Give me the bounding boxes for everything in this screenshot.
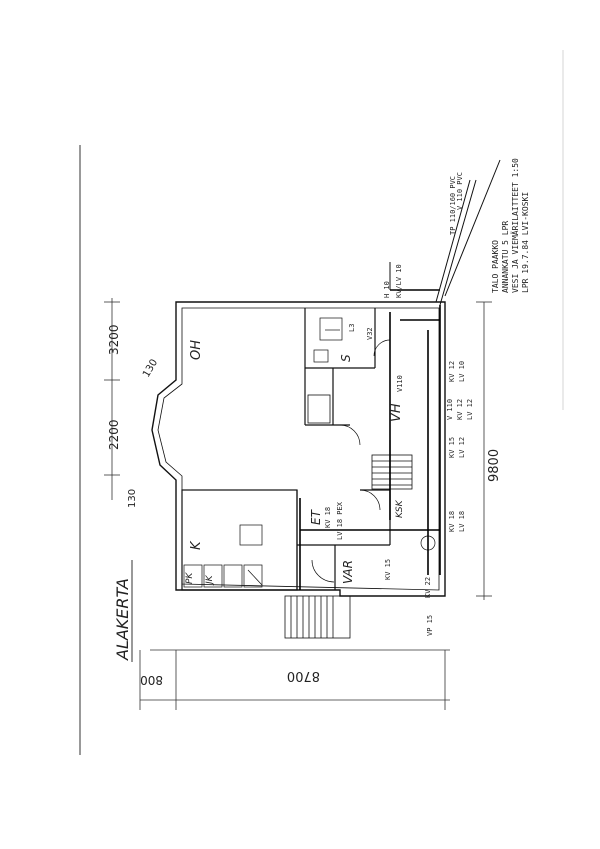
room-pk: PK — [185, 572, 195, 584]
pipe-lv12: LV 12 — [466, 399, 474, 420]
dim-angle-top: 130 — [141, 357, 160, 379]
pipe-kvlv10: KV/LV 10 — [395, 264, 403, 298]
dim-overall-width: 9800 — [487, 449, 502, 482]
pipe-v110pvc: V 110 PVC — [456, 172, 464, 210]
floor-label: ALAKERTA — [113, 578, 132, 661]
room-oh: OH — [189, 340, 204, 360]
pipe-kv15b: KV 15 — [384, 559, 392, 580]
room-ksk: KSK — [395, 499, 405, 518]
pipe-h10: H 10 — [383, 281, 391, 298]
dim-overall-height: 8700 — [287, 668, 320, 683]
dim-seg-top: 3200 — [107, 324, 121, 355]
room-var: VAR — [341, 560, 355, 584]
pipe-lv18pex: LV 18 PEX — [336, 501, 344, 540]
room-jk: JK — [205, 574, 215, 586]
pipe-v32: V32 — [366, 327, 374, 340]
staircase — [371, 454, 413, 490]
room-labels: OH K VH S ET VAR PK JK KSK — [185, 340, 405, 586]
interior-walls — [181, 308, 391, 591]
pipe-v110b: V 110 — [446, 399, 454, 420]
door-swings — [311, 339, 391, 583]
title-line-4: LPR 19.7.84 LVI-KOSKI — [521, 192, 530, 293]
title-line-1: TALO PAAKKO — [491, 240, 500, 293]
pipe-kv22: KV 22 — [424, 577, 432, 598]
pipe-labels: TP 110/160 PVC V 110 PVC H 10 KV/LV 10 L… — [324, 172, 474, 636]
pipe-lv10: LV 10 — [458, 361, 466, 382]
pipe-lv18: LV 18 — [458, 511, 466, 532]
outer-walls — [151, 301, 446, 597]
pipe-kv12b: KV 12 — [456, 399, 464, 420]
dim-offset: 800 — [140, 673, 163, 687]
dim-seg-bottom: 2200 — [107, 419, 121, 450]
room-s: S — [339, 354, 353, 362]
front-steps — [284, 595, 351, 639]
pipe-l3: L3 — [348, 324, 356, 332]
pipe-lv12b: LV 12 — [458, 437, 466, 458]
dim-angle-bottom: 130 — [127, 489, 138, 508]
pipe-tp: TP 110/160 PVC — [449, 176, 457, 235]
pipe-v110: V110 — [396, 375, 404, 392]
dimension-lines — [104, 298, 492, 710]
pipe-kv15: KV 15 — [448, 437, 456, 458]
kitchen-fixtures — [183, 524, 263, 588]
pipe-kv12: KV 12 — [448, 361, 456, 382]
pipe-kv18: KV 18 — [448, 511, 456, 532]
service-lines — [389, 159, 501, 306]
title-line-2: ANNANKATU 5 LPR — [501, 221, 510, 293]
pipe-runs — [299, 289, 441, 590]
pipe-vp15: VP 15 — [426, 615, 434, 636]
room-k: K — [189, 540, 204, 550]
room-vh: VH — [389, 403, 404, 422]
title-line-3: VESI JA VIEMÄRILAITTEET 1:50 — [510, 158, 520, 293]
pipe-kv18pex: KV 18 — [324, 507, 332, 528]
room-et: ET — [309, 508, 323, 525]
title-block: TALO PAAKKO ANNANKATU 5 LPR VESI JA VIEM… — [491, 158, 530, 293]
